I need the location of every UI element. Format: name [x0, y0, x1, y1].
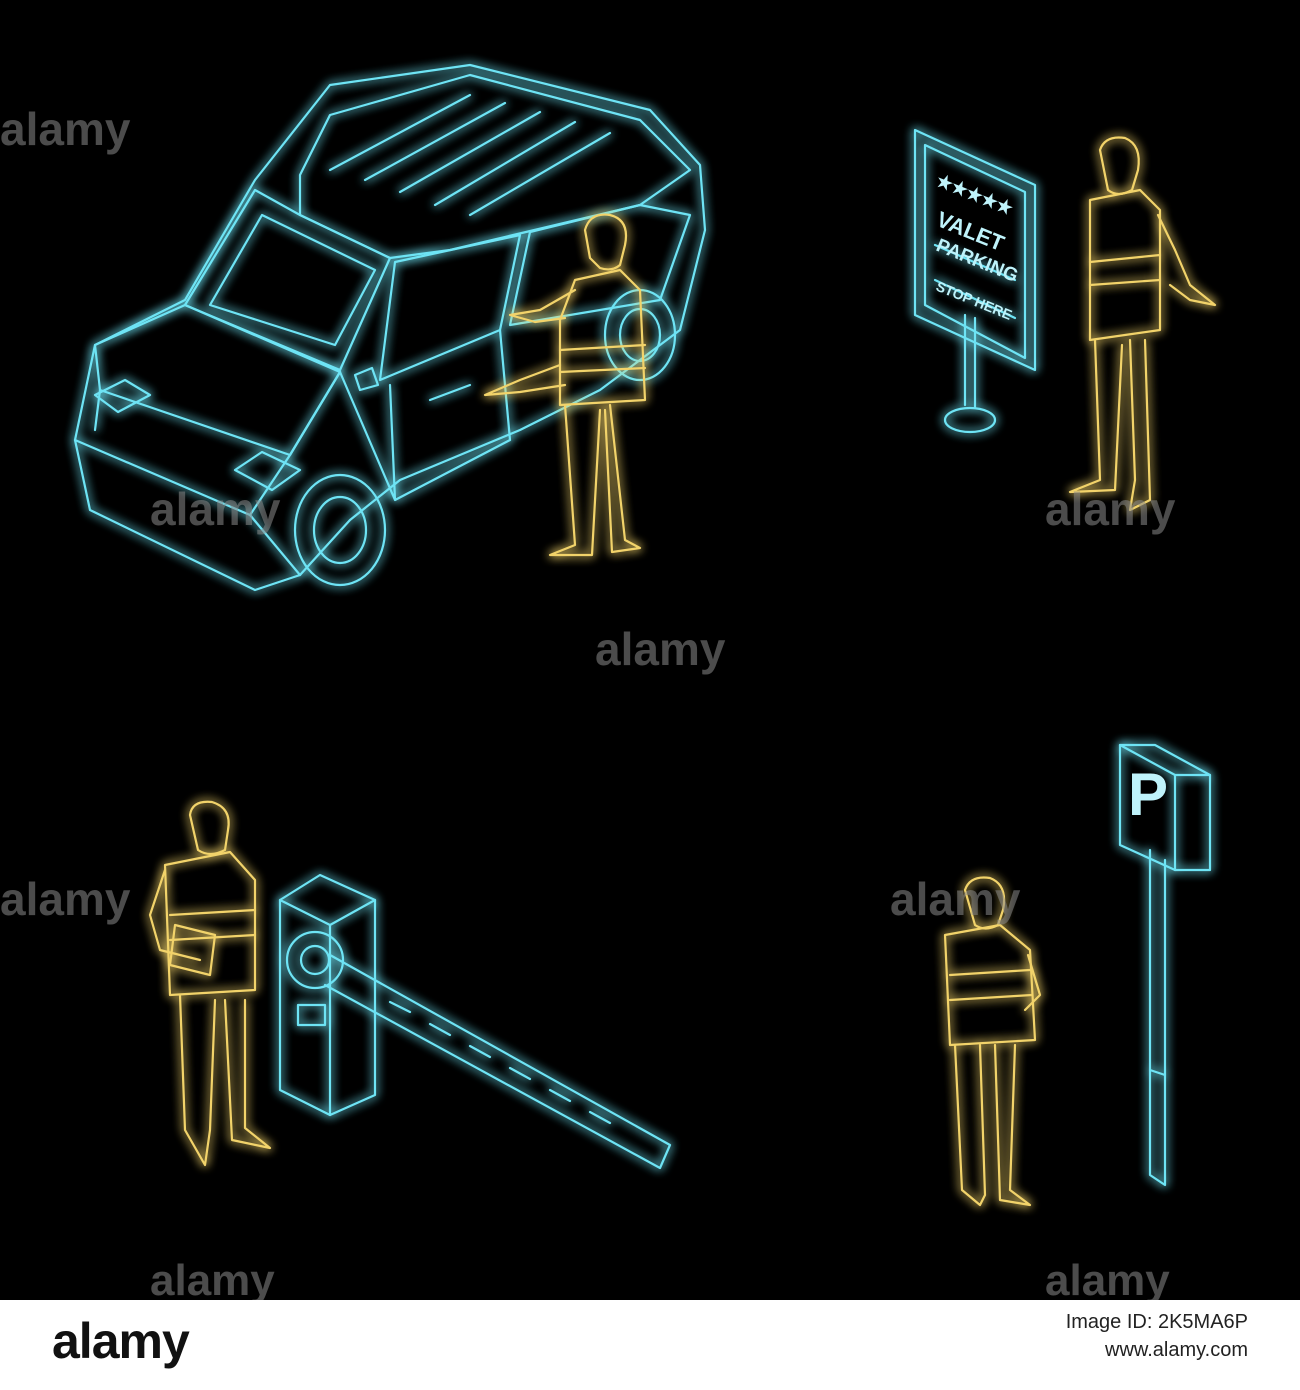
watermark-4: alamy [1045, 483, 1176, 535]
footer-logo[interactable]: alamy [52, 1313, 190, 1369]
footer-image-info: Image ID: 2K5MA6P www.alamy.com [1066, 1308, 1248, 1364]
valet-attendant-at-car [483, 213, 647, 557]
watermark-2: alamy [150, 483, 281, 535]
site-url[interactable]: www.alamy.com [1105, 1339, 1248, 1361]
watermark-7: alamy [150, 1256, 275, 1300]
watermark-5: alamy [0, 873, 131, 925]
parking-p-sign [1118, 743, 1212, 1187]
barrier-gate [278, 873, 672, 1170]
valet-attendant-by-sign [1068, 136, 1217, 512]
watermark-8: alamy [1045, 1256, 1170, 1300]
watermark-1: alamy [0, 103, 131, 155]
valet-parking-sign [913, 128, 1037, 434]
parking-p-letter: P [1128, 761, 1168, 828]
watermark-3: alamy [595, 623, 726, 675]
watermark-layer: alamy alamy alamy alamy alamy alamy alam… [0, 103, 1176, 1300]
image-id-label: Image ID: 2K5MA6P [1065, 1311, 1248, 1333]
watermark-6: alamy [890, 873, 1021, 925]
stock-footer: alamy Image ID: 2K5MA6P www.alamy.com [0, 1300, 1300, 1390]
valet-attendant-by-p-sign [943, 876, 1042, 1207]
valet-attendant-with-clipboard [148, 800, 272, 1167]
car-illustration [73, 63, 707, 592]
illustration-canvas: ★★★★★ VALET PARKING STOP HERE P [0, 63, 1217, 1300]
